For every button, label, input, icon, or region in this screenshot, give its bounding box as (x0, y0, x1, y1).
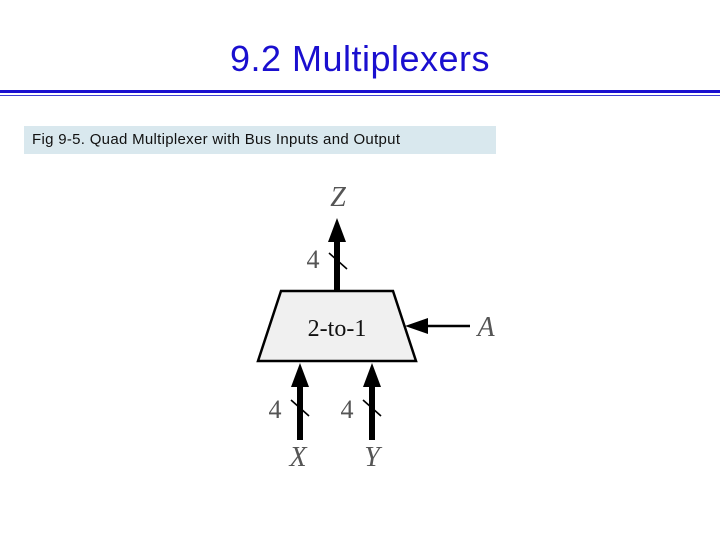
output-label-z: Z (330, 182, 346, 213)
slide-title: 9.2 Multiplexers (229, 38, 491, 79)
input-x-bus-slash (290, 399, 310, 417)
input-y-arrow-icon (363, 363, 381, 387)
input-y-bus-width: 4 (341, 395, 354, 424)
output-arrow-icon (328, 218, 346, 242)
input-x-label: X (288, 442, 307, 473)
select-label-a: A (475, 312, 495, 343)
select-arrow-icon (405, 318, 428, 334)
input-y-bus-slash (362, 399, 382, 417)
mux-block (256, 289, 418, 363)
figure-caption: Fig 9-5. Quad Multiplexer with Bus Input… (24, 126, 496, 154)
output-bus-width: 4 (307, 245, 320, 274)
input-y-label: Y (364, 442, 383, 473)
mux-block-label: 2-to-1 (308, 316, 367, 342)
input-x-arrow-icon (291, 363, 309, 387)
title-rule-thin (0, 95, 720, 96)
title-rule (0, 90, 720, 93)
output-bus-slash (328, 252, 348, 270)
input-x-bus-width: 4 (269, 395, 282, 424)
